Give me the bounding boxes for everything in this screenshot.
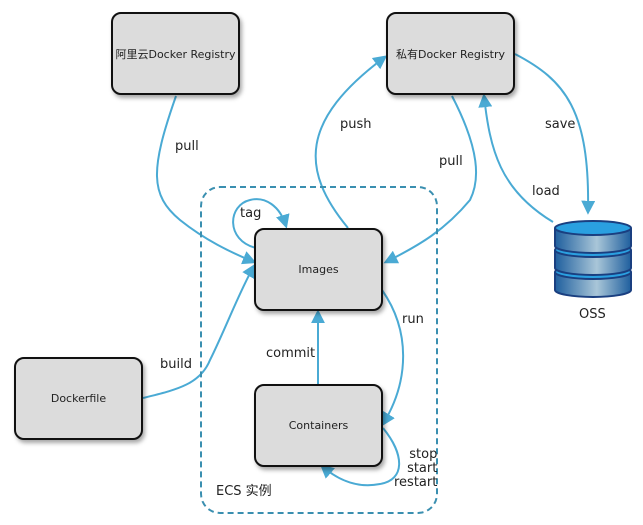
edge-label-pull-private: pull [439, 154, 463, 169]
edge-label-commit: commit [266, 346, 316, 361]
edge-label-tag: tag [240, 206, 262, 221]
edge-save [514, 53, 596, 215]
edge-label-run: run [402, 312, 424, 327]
node-containers-label: Containers [288, 419, 349, 432]
edge-label-lifecycle: stop start restart [394, 447, 438, 490]
oss-label: OSS [579, 307, 606, 322]
node-dockerfile-label: Dockerfile [50, 392, 107, 405]
edge-label-save: save [545, 117, 576, 132]
node-dockerfile[interactable]: Dockerfile [14, 357, 143, 440]
ecs-instance-group [200, 186, 438, 514]
edge-run [381, 289, 405, 427]
node-private-registry-label: 私有Docker Registry [395, 47, 506, 61]
edge-pull-aliyun [156, 95, 257, 265]
edge-pull-private [383, 95, 478, 264]
edge-push [314, 55, 388, 229]
node-aliyun-registry-label: 阿里云Docker Registry [115, 47, 236, 61]
edge-label-pull-aliyun: pull [175, 139, 199, 154]
edge-label-build: build [160, 357, 192, 372]
node-aliyun-registry[interactable]: 阿里云Docker Registry [111, 12, 240, 95]
database-icon [554, 220, 632, 298]
node-images[interactable]: Images [254, 228, 383, 311]
edge-lifecycle [319, 427, 401, 487]
ecs-group-label: ECS 实例 [216, 484, 272, 499]
edge-label-load: load [532, 184, 560, 199]
node-private-registry[interactable]: 私有Docker Registry [386, 12, 515, 95]
edge-load [478, 93, 554, 223]
edge-label-push: push [340, 117, 372, 132]
edge-tag [232, 198, 290, 249]
edge-build [142, 263, 256, 399]
node-containers[interactable]: Containers [254, 384, 383, 467]
node-images-label: Images [298, 263, 339, 276]
